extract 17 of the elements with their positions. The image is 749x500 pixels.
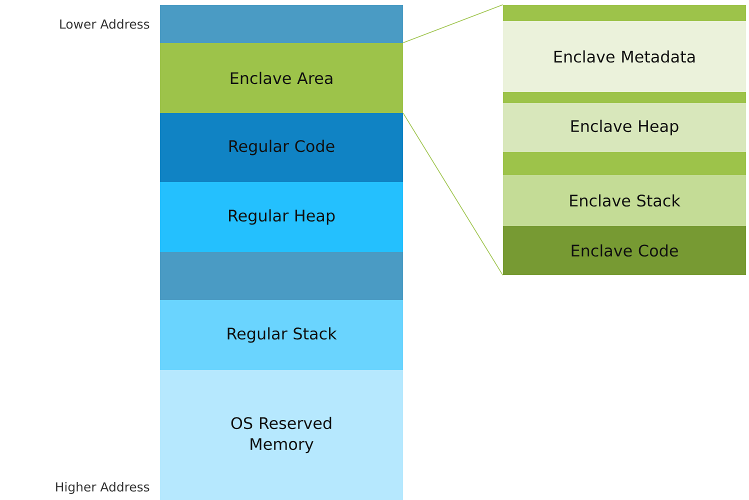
memory-band [503, 92, 746, 103]
memory-band [160, 5, 403, 43]
memory-band [160, 252, 403, 300]
zoom-line [402, 112, 504, 276]
memory-region: Regular Stack [160, 300, 403, 370]
address-label: Lower Address [60, 19, 150, 29]
memory-region: Enclave Area [160, 43, 403, 113]
memory-region: OS Reserved Memory [160, 370, 403, 500]
memory-band [503, 152, 746, 175]
memory-band [503, 5, 746, 21]
zoom-line [402, 4, 504, 44]
memory-region: Regular Heap [160, 182, 403, 252]
memory-region: Enclave Heap [503, 103, 746, 152]
memory-region: Enclave Code [503, 226, 746, 275]
memory-region: Enclave Stack [503, 175, 746, 226]
memory-region: Regular Code [160, 113, 403, 182]
memory-region: Enclave Metadata [503, 21, 746, 92]
